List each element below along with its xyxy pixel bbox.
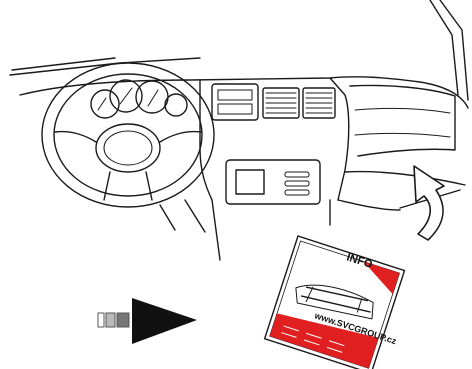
instrument-cluster — [90, 79, 188, 119]
steering-wheel — [41, 62, 215, 233]
arrow-right-icon — [97, 298, 197, 344]
curved-arrow-icon — [413, 165, 445, 241]
center-vents — [211, 83, 336, 121]
control-panel — [225, 159, 321, 205]
manual-booklet — [263, 235, 406, 369]
